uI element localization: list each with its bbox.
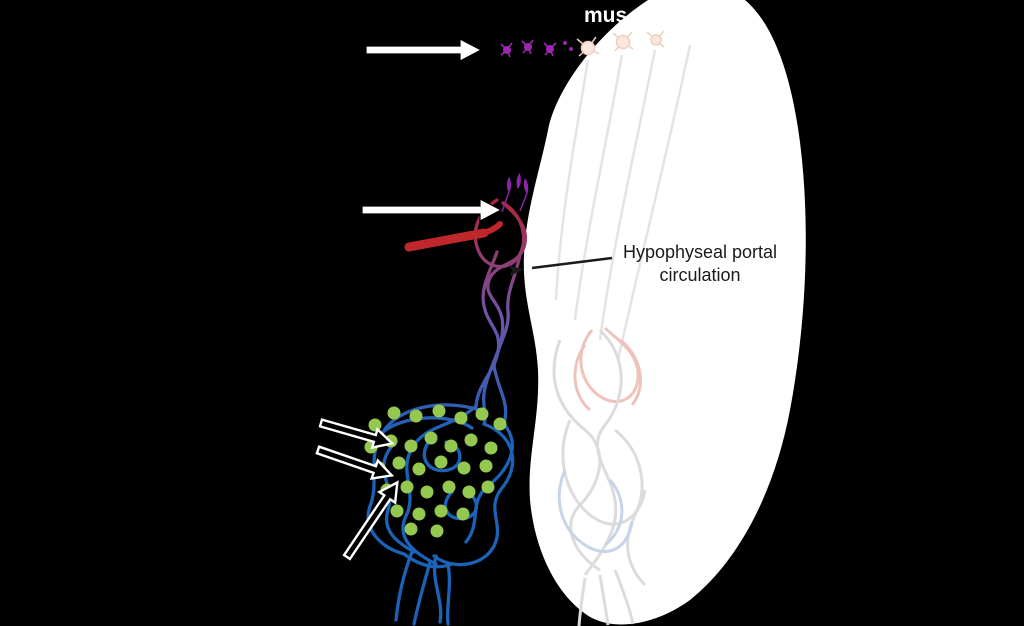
portal-circulation-label-line2: circulation bbox=[659, 265, 740, 285]
hormone-dot bbox=[481, 480, 495, 494]
hormone-dot bbox=[456, 507, 470, 521]
faint-neurons bbox=[576, 30, 665, 57]
hormone-dot bbox=[434, 455, 448, 469]
hormone-dot bbox=[412, 462, 426, 476]
portal-label-arrow bbox=[508, 256, 613, 277]
indicator-arrows bbox=[315, 38, 503, 561]
pituitary-outline bbox=[523, 0, 806, 625]
hormone-dot bbox=[404, 439, 418, 453]
hormone-dot bbox=[475, 407, 489, 421]
hormone-dot bbox=[444, 439, 458, 453]
hormone-dot bbox=[442, 480, 456, 494]
hormone-dot bbox=[392, 456, 406, 470]
hormone-dot bbox=[432, 404, 446, 418]
faint-axon-tracts bbox=[554, 44, 692, 361]
hormone-dot bbox=[430, 524, 444, 538]
hormone-dot bbox=[493, 417, 507, 431]
neurosecretory-cells bbox=[500, 39, 573, 58]
hypothalamus-label-fragment: mus bbox=[584, 4, 627, 27]
superior-hypophyseal-artery bbox=[404, 221, 503, 252]
hormone-dot bbox=[484, 441, 498, 455]
hormone-dot bbox=[387, 406, 401, 420]
hormone-dot bbox=[404, 522, 418, 536]
arrow-to-hormones-lower bbox=[315, 445, 395, 481]
hormone-dot bbox=[464, 433, 478, 447]
hormone-dot bbox=[424, 431, 438, 445]
portal-circulation-label-line1: Hypophyseal portal bbox=[623, 242, 777, 262]
hormone-dot bbox=[454, 411, 468, 425]
axon-terminals bbox=[501, 172, 529, 213]
hormone-dot bbox=[462, 485, 476, 499]
hormone-dot bbox=[368, 418, 382, 432]
arrow-to-axon-terminals bbox=[361, 198, 503, 222]
faint-red-capillaries bbox=[573, 326, 642, 412]
hormone-dot bbox=[434, 504, 448, 518]
faint-blue-capillaries bbox=[557, 469, 634, 553]
hormone-dot bbox=[479, 459, 493, 473]
arrow-to-capillary-plexus bbox=[342, 480, 399, 561]
hormone-dot bbox=[400, 480, 414, 494]
hormone-dot bbox=[390, 504, 404, 518]
hormone-dot bbox=[409, 409, 423, 423]
hormone-dot bbox=[457, 461, 471, 475]
hormone-dot bbox=[420, 485, 434, 499]
hormone-dot bbox=[412, 507, 426, 521]
faint-gray-capillaries bbox=[552, 328, 647, 626]
arrow-to-hormones-upper bbox=[318, 418, 395, 450]
arrow-to-neurosecretory-cells bbox=[365, 38, 483, 62]
hormone-dots bbox=[364, 404, 507, 538]
